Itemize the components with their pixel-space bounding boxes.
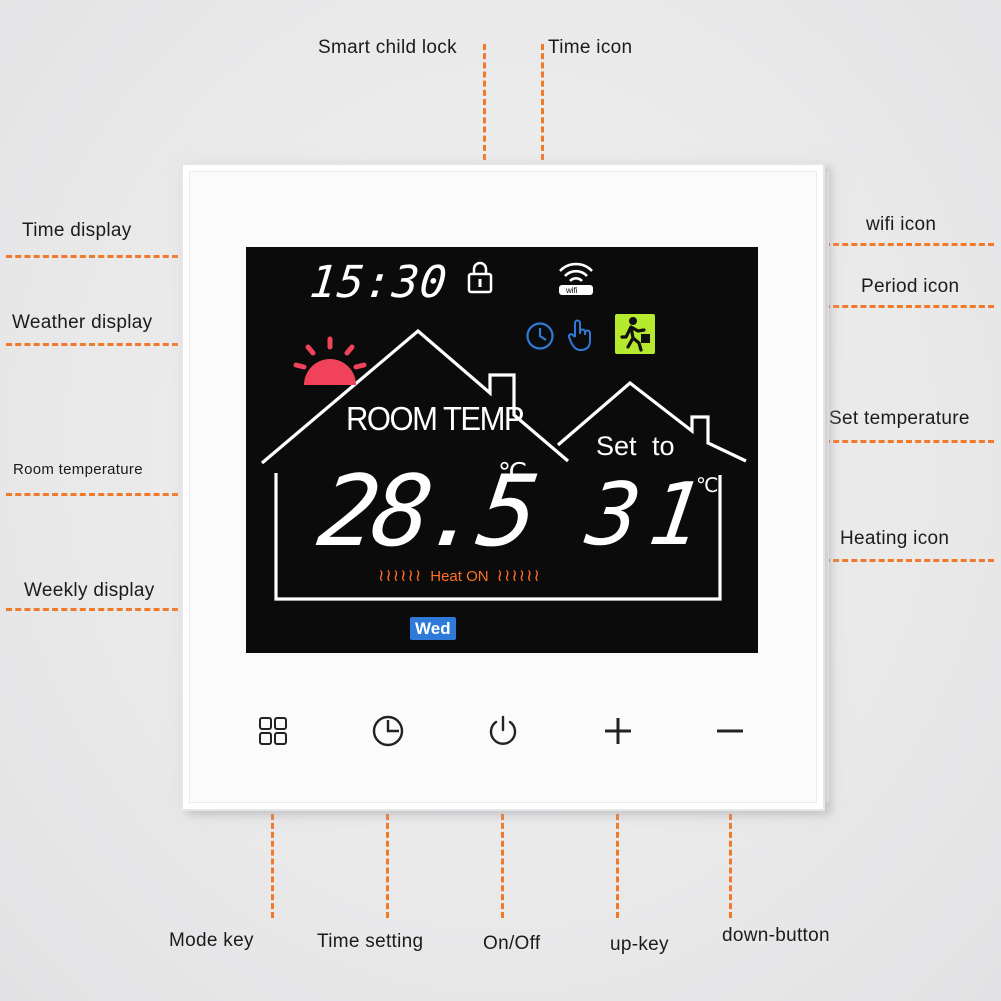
leader-down-button (729, 814, 732, 918)
leader-weekly-display (6, 608, 178, 611)
power-icon (489, 715, 517, 745)
time-display: 15:30 (307, 257, 451, 308)
minus-icon (717, 729, 743, 733)
hand-icon (567, 319, 591, 351)
callout-weather-display: Weather display (12, 312, 153, 333)
clock-icon (526, 322, 554, 350)
heating-wave-icon: ≀≀≀≀≀≀ (378, 566, 423, 585)
leader-up-key (616, 814, 619, 918)
callout-weekly-display: Weekly display (24, 580, 155, 601)
leader-wifi-icon (824, 243, 994, 246)
down-button[interactable] (708, 709, 752, 753)
lock-icon (467, 261, 493, 294)
callout-set-temperature: Set temperature (829, 408, 970, 429)
room-temp-unit: ℃ (498, 457, 528, 487)
lcd-screen: 15:30 wifi ROOM (246, 247, 758, 653)
heating-wave-icon: ≀≀≀≀≀≀ (496, 566, 541, 585)
wifi-label: wifi (566, 286, 578, 295)
time-setting-button[interactable] (366, 709, 410, 753)
callout-heating-icon: Heating icon (840, 528, 950, 549)
room-temp-label: ROOM TEMP (346, 399, 525, 438)
callout-down-button: down-button (722, 925, 830, 946)
leader-period-icon (824, 305, 994, 308)
callout-on-off: On/Off (483, 933, 541, 954)
leader-time-setting (386, 814, 389, 918)
callout-time-setting: Time setting (317, 931, 424, 952)
leader-time-display (6, 255, 178, 258)
leader-smart-child-lock (483, 44, 486, 160)
callout-room-temperature: Room temperature (13, 461, 143, 478)
power-button[interactable] (481, 709, 525, 753)
heat-status-text: Heat ON (430, 568, 489, 585)
heating-indicator: ≀≀≀≀≀≀ Heat ON ≀≀≀≀≀≀ (378, 566, 541, 586)
sun-icon (293, 336, 367, 385)
house-outline-graphic (260, 328, 747, 601)
set-to-label: Set to (596, 431, 675, 461)
leader-weather-display (6, 343, 178, 346)
callout-smart-child-lock: Smart child lock (318, 37, 457, 58)
callout-time-icon: Time icon (548, 37, 633, 58)
leader-on-off (501, 814, 504, 918)
device-edge (821, 172, 829, 802)
leader-room-temperature (6, 493, 178, 496)
wifi-icon (559, 262, 593, 295)
callout-up-key: up-key (610, 934, 669, 955)
leader-time-icon (541, 44, 544, 160)
clock-setting-icon (372, 715, 404, 747)
weekday-badge: Wed (410, 617, 456, 640)
callout-period-icon: Period icon (861, 276, 960, 297)
callout-wifi-icon: wifi icon (866, 214, 937, 235)
mode-key-button[interactable] (251, 709, 295, 753)
leader-heating-icon (824, 559, 994, 562)
set-temp-unit: ℃ (696, 475, 719, 497)
callout-time-display: Time display (22, 220, 132, 241)
leader-set-temperature (824, 440, 994, 443)
up-key-button[interactable] (596, 709, 640, 753)
callout-mode-key: Mode key (169, 930, 254, 951)
person-walking-icon (615, 314, 655, 354)
plus-icon (605, 718, 631, 744)
grid-icon (259, 717, 287, 745)
leader-mode-key (271, 814, 274, 918)
